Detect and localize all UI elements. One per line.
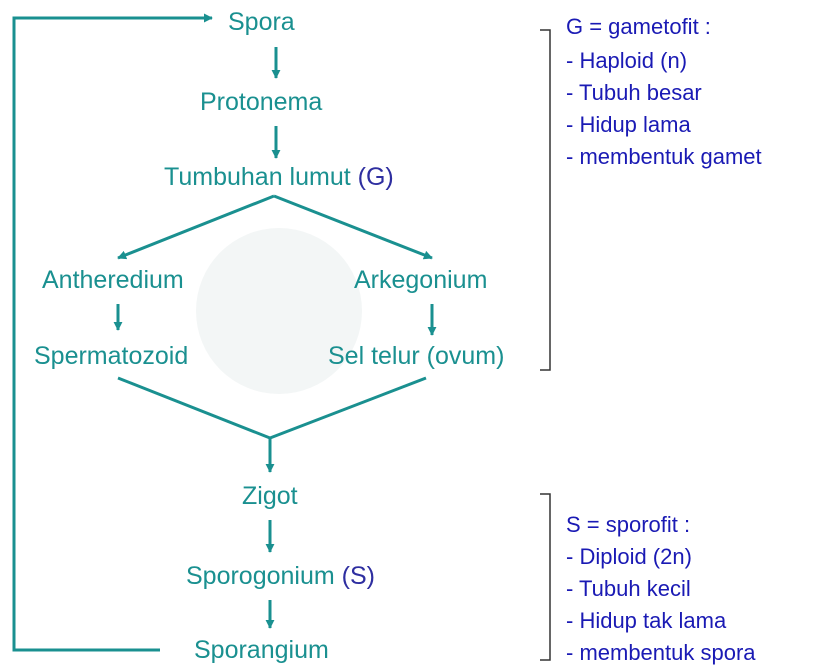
sporofit-item: - membentuk spora xyxy=(566,640,756,665)
gametofit-item: - membentuk gamet xyxy=(566,144,762,169)
sporofit-item: - Tubuh kecil xyxy=(566,576,691,601)
gametofit-item: - Tubuh besar xyxy=(566,80,702,105)
watermark-logo xyxy=(196,228,362,394)
gametofit-item: - Haploid (n) xyxy=(566,48,688,73)
sporofit-bracket xyxy=(540,493,551,661)
node-protonema: Protonema xyxy=(200,88,323,116)
line-seltelur-merge xyxy=(269,376,427,440)
node-tumbuhan-lumut: Tumbuhan lumut (G) xyxy=(164,165,394,190)
node-arkegonium: Arkegonium xyxy=(354,266,488,294)
gametofit-bracket xyxy=(540,29,551,371)
node-sporogonium: Sporogonium (S) xyxy=(186,564,375,589)
line-spermatozoid-merge xyxy=(117,376,271,440)
sporofit-heading: S = sporofit : xyxy=(566,512,691,537)
node-zigot: Zigot xyxy=(242,482,298,510)
arrow-tumbuhan-arkegonium xyxy=(273,194,433,260)
node-spermatozoid: Spermatozoid xyxy=(34,342,189,370)
node-sporangium: Sporangium xyxy=(194,636,329,664)
gametofit-item: - Hidup lama xyxy=(566,112,691,137)
node-spora: Spora xyxy=(228,8,295,36)
node-antheredium: Antheredium xyxy=(42,266,184,294)
node-sporogonium-label: Sporogonium xyxy=(186,562,335,590)
cycle-return-arrow xyxy=(12,13,213,652)
arrow-tumbuhan-antheredium xyxy=(117,194,275,260)
node-tumbuhan-lumut-label: Tumbuhan lumut xyxy=(164,163,351,191)
gametofit-tag: (G) xyxy=(357,163,394,191)
gametofit-heading: G = gametofit : xyxy=(566,14,711,39)
sporofit-item: - Diploid (2n) xyxy=(566,544,692,569)
sporofit-tag: (S) xyxy=(341,562,375,590)
node-sel-telur: Sel telur (ovum) xyxy=(328,342,505,370)
sporofit-item: - Hidup tak lama xyxy=(566,608,727,633)
